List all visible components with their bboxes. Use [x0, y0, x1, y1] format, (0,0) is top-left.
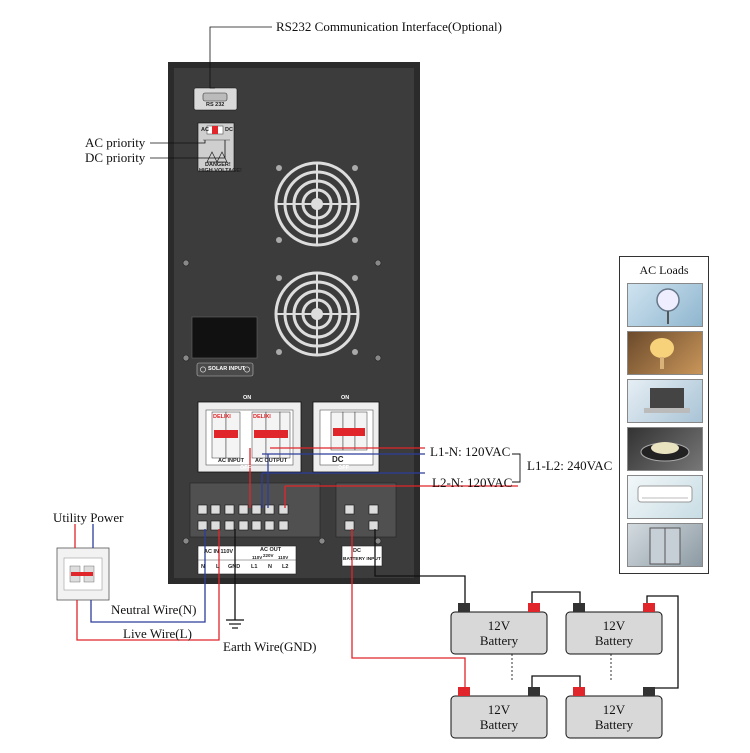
terminal-l1-label: L1	[251, 564, 258, 570]
off-left-label: OFF	[240, 465, 251, 471]
battery-label-1: 12V Battery	[447, 618, 551, 648]
ac-output-label: AC OUTPUT	[255, 458, 288, 464]
dc-breaker-label: DC	[332, 455, 344, 464]
terminal-l-label: L	[216, 564, 220, 570]
wires	[74, 447, 679, 689]
solar-input-plate	[196, 362, 254, 377]
dc-breaker	[330, 411, 368, 451]
ac-out-terminal-label: AC OUT	[260, 547, 282, 553]
ac-priority-label: AC priority	[85, 135, 146, 150]
danger-label: DANGER!	[205, 162, 231, 168]
ac-loads-title: AC Loads	[639, 263, 689, 277]
leader-lines	[150, 26, 272, 159]
fan-icon	[627, 283, 703, 327]
terminal-gnd-label: GND	[228, 564, 241, 570]
refrigerator-icon	[627, 523, 703, 567]
terminal-n-label: N	[201, 564, 205, 570]
battery-3	[450, 687, 548, 739]
warning-icon	[216, 151, 228, 163]
battery-name: Battery	[594, 633, 634, 648]
terminal-l2-label: L2	[282, 564, 289, 570]
fan-lower	[271, 268, 363, 360]
battery-voltage: 12V	[602, 618, 626, 633]
on-left-label: ON	[243, 395, 252, 401]
battery-name: Battery	[479, 717, 519, 732]
rs232-label: RS232 Communication Interface(Optional)	[276, 19, 503, 34]
l1l2-label: L1-L2: 240VAC	[527, 458, 613, 473]
on-right-label: ON	[341, 395, 350, 401]
battery-label-3: 12V Battery	[447, 702, 551, 732]
delixi-label: DELIXI	[253, 414, 271, 420]
air-conditioner-icon	[627, 475, 703, 519]
battery-input-label: BATTERY INPUT	[343, 557, 381, 562]
battery-voltage: 12V	[487, 702, 511, 717]
dc-terminal-label-plate	[341, 545, 383, 567]
priority-switch-plate	[197, 122, 235, 172]
high-voltage-label: HIGH VOLTAGE!	[199, 168, 242, 174]
ac-loads-panel: AC Loads	[619, 256, 709, 574]
switch-dc-label: DC	[225, 127, 233, 133]
display-window	[191, 316, 258, 359]
utility-power-label: Utility Power	[53, 510, 124, 525]
terminal-blocks	[197, 504, 379, 531]
battery-voltage: 12V	[602, 702, 626, 717]
l2n-label: L2-N: 120VAC	[432, 475, 513, 490]
dc-priority-label: DC priority	[85, 150, 146, 165]
delixi-label: DELIXI	[213, 414, 231, 420]
lamp-icon	[627, 331, 703, 375]
battery-name: Battery	[479, 633, 519, 648]
battery-2	[565, 603, 663, 655]
off-right-label: OFF	[338, 465, 349, 471]
l1n-label: L1-N: 120VAC	[430, 444, 511, 459]
ac-breakers	[211, 411, 291, 459]
priority-switch-lever	[212, 126, 218, 134]
warning-icon	[206, 151, 218, 163]
battery-voltage: 12V	[487, 618, 511, 633]
battery-label-4: 12V Battery	[562, 702, 666, 732]
fan-upper	[271, 161, 363, 249]
dc-terminal-label: DC	[353, 548, 361, 554]
ac-in-terminal-label: AC IN 110V	[204, 549, 234, 555]
solar-input-label: SOLAR INPUT	[208, 366, 246, 372]
ac-out-110v-label: 110V	[278, 555, 289, 560]
ground-icon	[226, 619, 244, 629]
battery-label-2: 12V Battery	[562, 618, 666, 648]
ac-out-220v-label: 220V	[263, 553, 274, 558]
ac-input-label: AC INPUT	[218, 458, 244, 464]
battery-1	[450, 603, 548, 655]
rs232-port-label: RS 232	[206, 102, 225, 108]
rs232-connector	[202, 92, 228, 102]
cooker-icon	[627, 427, 703, 471]
neutral-wire-label: Neutral Wire(N)	[111, 602, 197, 617]
battery-name: Battery	[594, 717, 634, 732]
terminal-n2-label: N	[268, 564, 272, 570]
ac-out-110v-label: 110V	[252, 555, 263, 560]
voltage-bracket	[512, 453, 521, 483]
earth-wire-label: Earth Wire(GND)	[223, 639, 317, 654]
switch-ac-label: AC	[201, 127, 209, 133]
laptop-icon	[627, 379, 703, 423]
battery-4	[565, 687, 663, 739]
live-wire-label: Live Wire(L)	[123, 626, 192, 641]
